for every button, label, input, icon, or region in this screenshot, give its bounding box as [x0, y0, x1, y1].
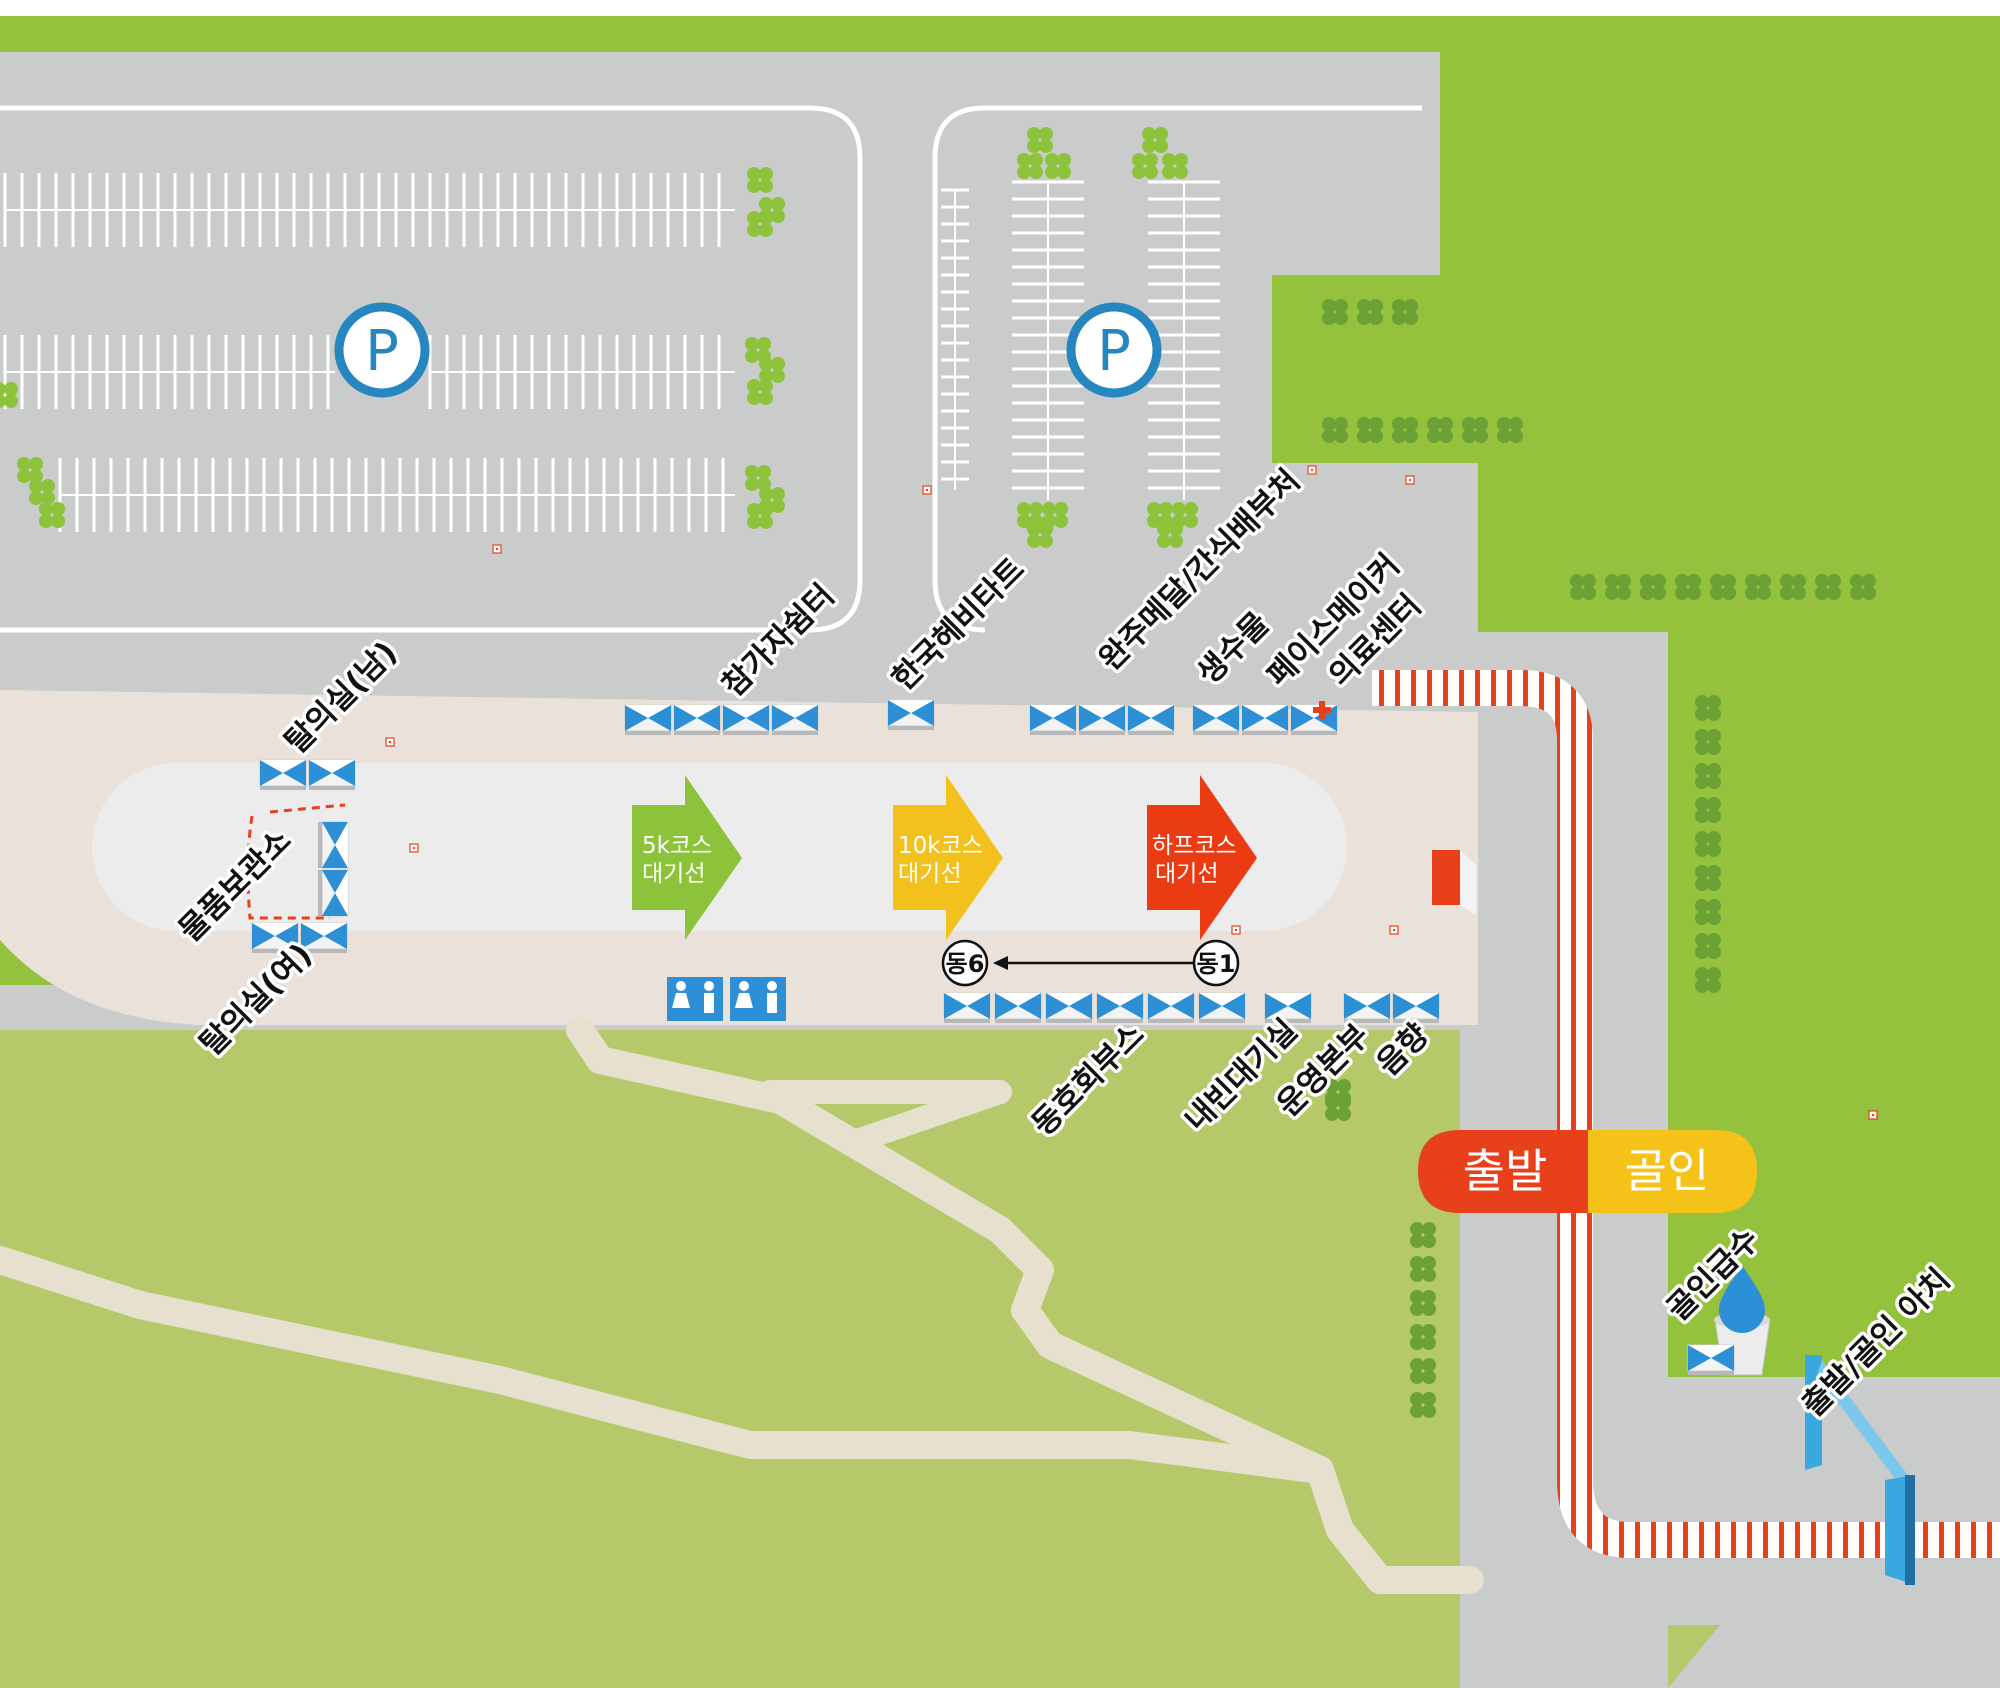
map-pin-icon: [1405, 475, 1415, 485]
tent: [300, 922, 348, 954]
waiting-line-half-label: 하프코스: [1152, 833, 1237, 859]
parking-lot-right: [932, 105, 1422, 633]
parking-icon: P: [1097, 319, 1131, 384]
map-pin-icon: [492, 544, 502, 554]
waiting-line-10k-sub: 대기선: [898, 861, 961, 887]
map-pin-icon: [922, 485, 932, 495]
parking-sign-left: P: [334, 302, 430, 398]
tent: [308, 759, 356, 791]
tent: [1078, 704, 1126, 736]
tent: [317, 821, 349, 869]
start-label: 출발: [1463, 1144, 1548, 1198]
start-gate: [1432, 850, 1476, 915]
tent: [259, 759, 307, 791]
restroom-icon: [730, 977, 786, 1021]
tent: [771, 704, 819, 736]
tent: [1392, 992, 1440, 1024]
start-finish-banner: 출발 골인: [1418, 1130, 1757, 1213]
waiting-line-5k-label: 5k코스: [642, 833, 712, 859]
tent: [673, 704, 721, 736]
medical-cross-icon: [1313, 701, 1331, 719]
map-pin-icon: [1307, 465, 1317, 475]
tent: [1198, 992, 1246, 1024]
tent: [1096, 992, 1144, 1024]
start-finish-arch: [1805, 1355, 1915, 1585]
waiting-line-half: 하프코스 대기선: [1147, 775, 1257, 940]
club-booth-direction: 동1 동6: [941, 939, 1240, 987]
map-pin-icon: [1231, 925, 1241, 935]
tent: [1241, 704, 1289, 736]
tent: [1127, 704, 1175, 736]
race-course: [1372, 670, 2000, 1558]
finish-label: 골인: [1625, 1144, 1710, 1198]
parking-icon: P: [365, 319, 399, 384]
parking-lot-left: [0, 105, 863, 633]
map-pin-icon: [385, 737, 395, 747]
tent: [994, 992, 1042, 1024]
baggage-fence: [246, 803, 346, 920]
tent: [1192, 704, 1240, 736]
map-pin-icon: [409, 843, 419, 853]
tent: [943, 992, 991, 1024]
parking-stalls: [3, 173, 1220, 532]
map-pin-icon: [1389, 925, 1399, 935]
waiting-line-half-sub: 대기선: [1155, 861, 1218, 887]
tent: [317, 869, 349, 917]
waiting-line-10k-label: 10k코스: [898, 833, 983, 859]
tent: [722, 704, 770, 736]
restroom-icon: [667, 977, 723, 1021]
waiting-line-5k-sub: 대기선: [642, 861, 705, 887]
tent: [1687, 1344, 1735, 1376]
club-marker-start: 동1: [1197, 950, 1236, 978]
finish-water-station: [1687, 1265, 1771, 1376]
walking-path: [0, 1016, 1484, 1594]
water-drop-icon: [1719, 1265, 1765, 1333]
tent: [1045, 992, 1093, 1024]
map-pin-icon: [1868, 1110, 1878, 1120]
parking-sign-right: P: [1066, 302, 1162, 398]
waiting-line-5k: 5k코스 대기선: [632, 775, 742, 940]
tent: [1029, 704, 1077, 736]
tent: [624, 704, 672, 736]
club-marker-end: 동6: [946, 950, 985, 978]
tent: [1147, 992, 1195, 1024]
waiting-line-10k: 10k코스 대기선: [893, 775, 1003, 940]
tent: [887, 699, 935, 731]
